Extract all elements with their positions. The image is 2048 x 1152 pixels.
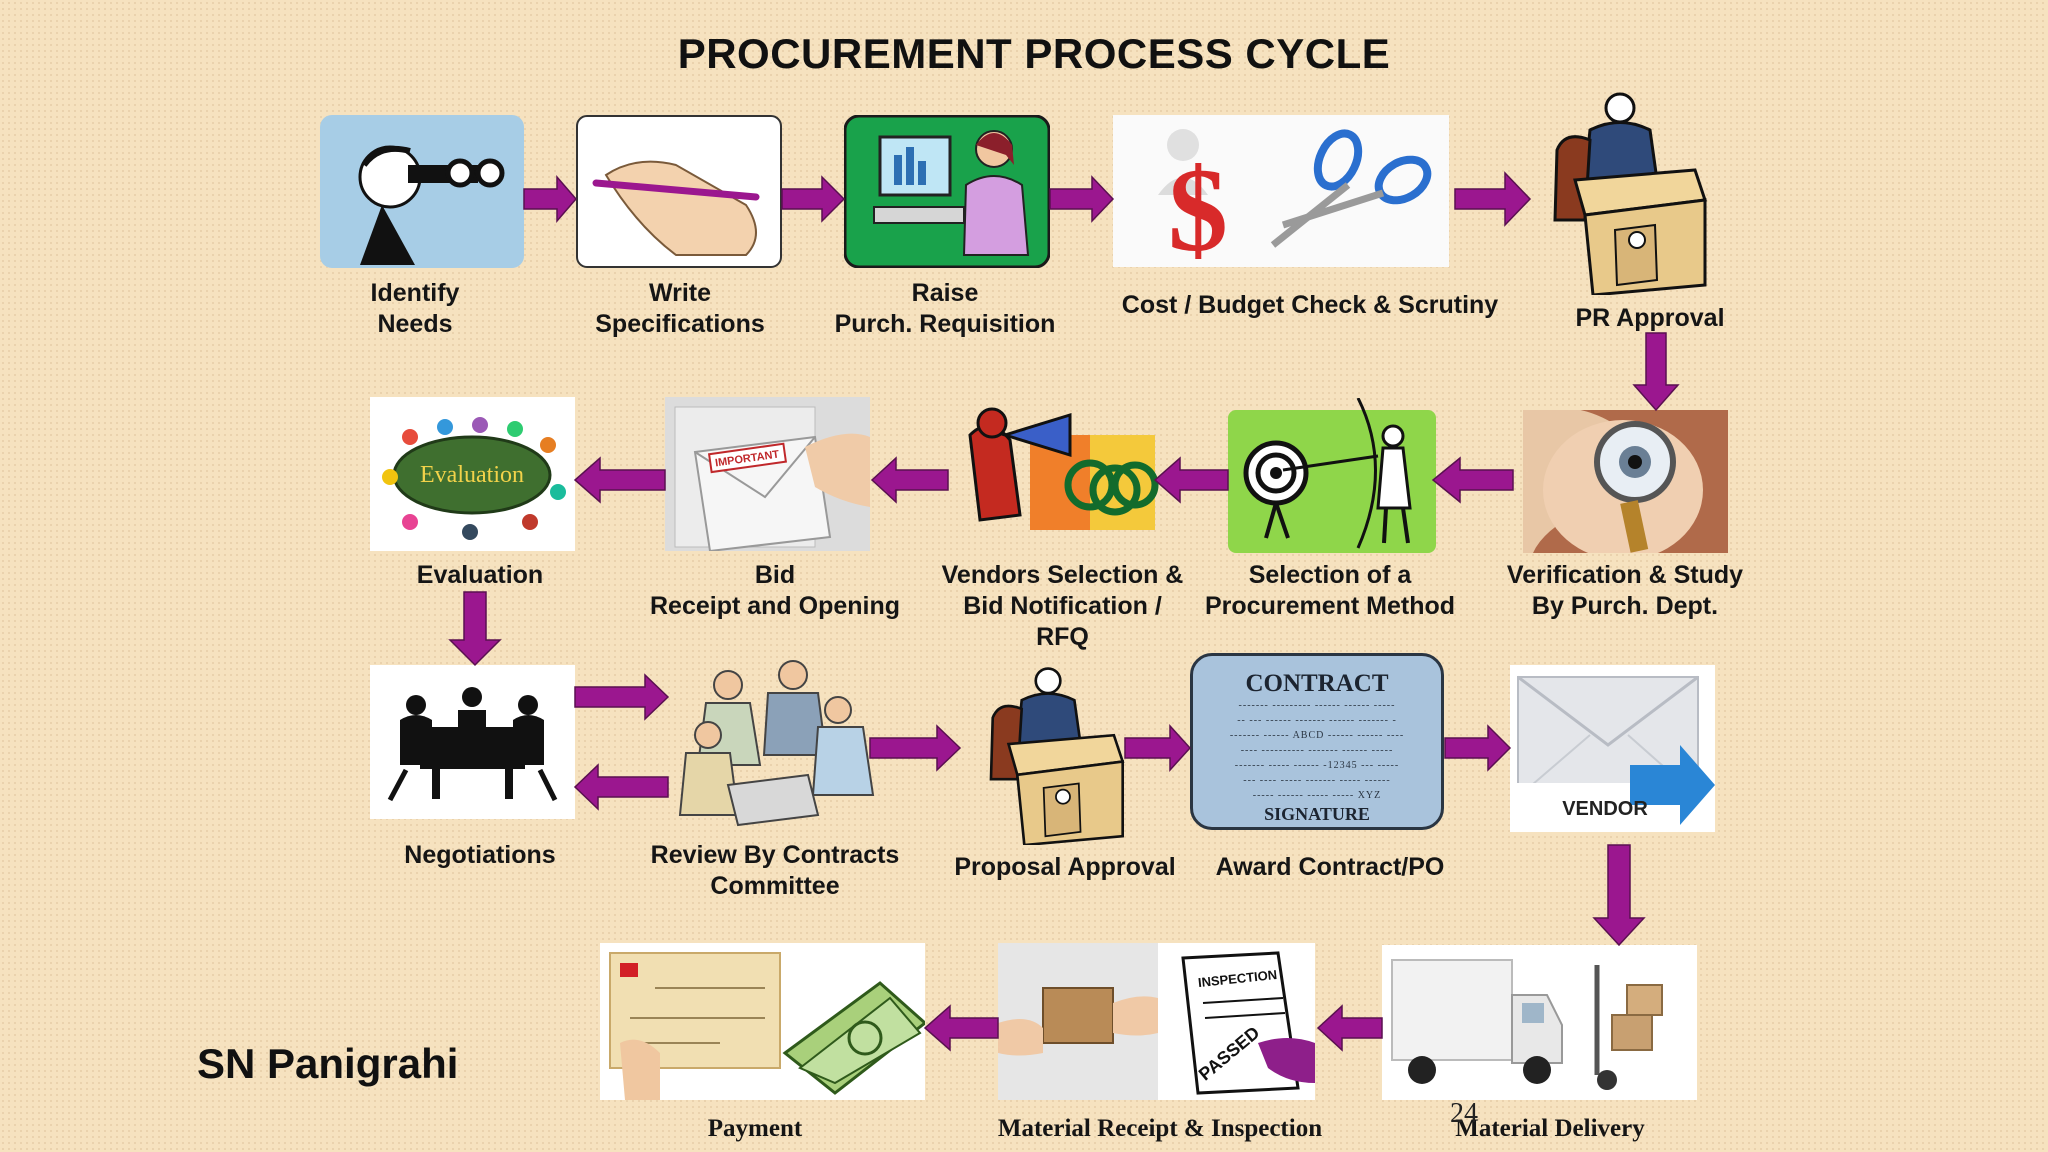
identify-needs-label: Identify Needs — [370, 279, 460, 338]
raise-requisition-node — [844, 115, 1050, 268]
arrow-4 — [1454, 171, 1532, 227]
material-delivery-label: Material Delivery — [1455, 1115, 1645, 1142]
arrow-6 — [1431, 456, 1514, 504]
arrow-13 — [869, 724, 962, 772]
bid-receipt-node: IMPORTANT — [665, 397, 870, 551]
selection-method-label: Selection of a Procurement Method — [1204, 561, 1456, 620]
evaluation-table-icon: Evaluation — [370, 397, 575, 551]
contract-signature: SIGNATURE — [1264, 804, 1370, 824]
pr-approval-node — [1545, 90, 1745, 295]
arrow-11 — [574, 673, 670, 721]
vendor-node: VENDOR — [1510, 665, 1715, 832]
binoculars-icon — [320, 115, 524, 268]
envelope-important-icon: IMPORTANT — [665, 397, 870, 551]
desk-approval-icon — [1553, 92, 1708, 295]
arrow-18 — [923, 1004, 999, 1052]
contracts-committee-node — [668, 655, 883, 830]
arrow-9 — [573, 456, 666, 504]
pr-approval-label: PR Approval — [1575, 304, 1725, 332]
desk-approval-icon — [989, 667, 1125, 845]
committee-icon — [678, 660, 875, 827]
arrow-17 — [1316, 1004, 1383, 1052]
budget-check-label: Cost / Budget Check & Scrutiny — [1121, 291, 1499, 319]
material-inspection-node: INSPECTION PASSED — [998, 943, 1315, 1100]
verification-node — [1523, 410, 1728, 553]
truck-icon — [1382, 945, 1697, 1100]
arrow-8 — [870, 456, 949, 504]
negotiations-node — [370, 665, 575, 819]
inspection-icon: INSPECTION PASSED — [998, 943, 1315, 1100]
write-specifications-label: Write Specifications — [595, 279, 765, 338]
verification-label: Verification & Study By Purch. Dept. — [1506, 561, 1744, 620]
proposal-approval-label: Proposal Approval — [954, 853, 1176, 881]
archery-target-icon — [1228, 398, 1436, 553]
meeting-table-icon — [370, 665, 575, 819]
arrow-5 — [1632, 332, 1680, 412]
payment-node — [600, 943, 925, 1100]
vendor-envelope-icon: VENDOR — [1510, 665, 1715, 832]
vendors-selection-label: Vendors Selection & Bid Notification / R… — [941, 561, 1184, 651]
page-title: PROCUREMENT PROCESS CYCLE — [677, 30, 1391, 77]
contract-field-number: -12345 — [1323, 760, 1358, 771]
pen-hand-icon — [576, 115, 782, 268]
computer-user-icon — [844, 115, 1050, 268]
proposal-approval-node — [970, 665, 1170, 845]
evaluation-label: Evaluation — [416, 561, 544, 589]
dollar-scissors-icon: $ — [1113, 115, 1449, 267]
contract-title: CONTRACT — [1245, 670, 1389, 697]
vendors-selection-node — [950, 395, 1160, 538]
award-contract-label: Award Contract/PO — [1215, 853, 1445, 881]
write-specifications-node — [576, 115, 782, 268]
raise-requisition-label: Raise Purch. Requisition — [834, 279, 1056, 338]
arrow-12 — [573, 763, 669, 811]
evaluation-node: Evaluation — [370, 397, 575, 551]
arrow-14 — [1124, 724, 1192, 772]
arrow-16 — [1592, 844, 1646, 947]
money-icon — [600, 943, 925, 1100]
evaluation-table-text: Evaluation — [420, 462, 524, 488]
megaphone-icon — [968, 407, 1159, 530]
material-delivery-node — [1382, 945, 1697, 1100]
contract-field-abcd: ABCD — [1292, 730, 1325, 741]
contract-icon: CONTRACT ------- --------- ------ ------… — [1190, 653, 1444, 830]
arrow-10 — [448, 591, 502, 667]
svg-text:$: $ — [1168, 143, 1228, 267]
bid-receipt-label: Bid Receipt and Opening — [649, 561, 901, 620]
selection-method-node — [1228, 398, 1436, 553]
material-inspection-label: Material Receipt & Inspection — [997, 1115, 1323, 1142]
payment-label: Payment — [707, 1115, 803, 1142]
arrow-3 — [1049, 175, 1115, 223]
contracts-committee-label: Review By Contracts Committee — [650, 841, 900, 900]
author-name: SN Panigrahi — [197, 1040, 459, 1087]
page-number: 24 — [1450, 1098, 1478, 1129]
arrow-1 — [523, 174, 577, 224]
magnifier-icon — [1523, 410, 1728, 553]
negotiations-label: Negotiations — [404, 841, 556, 869]
arrow-7 — [1153, 456, 1229, 504]
arrow-2 — [781, 175, 846, 223]
budget-check-node: $ — [1113, 115, 1449, 267]
vendor-text: VENDOR — [1562, 798, 1648, 820]
arrow-15 — [1444, 724, 1512, 772]
identify-needs-node — [320, 115, 524, 268]
contract-field-xyz: XYZ — [1357, 790, 1382, 801]
